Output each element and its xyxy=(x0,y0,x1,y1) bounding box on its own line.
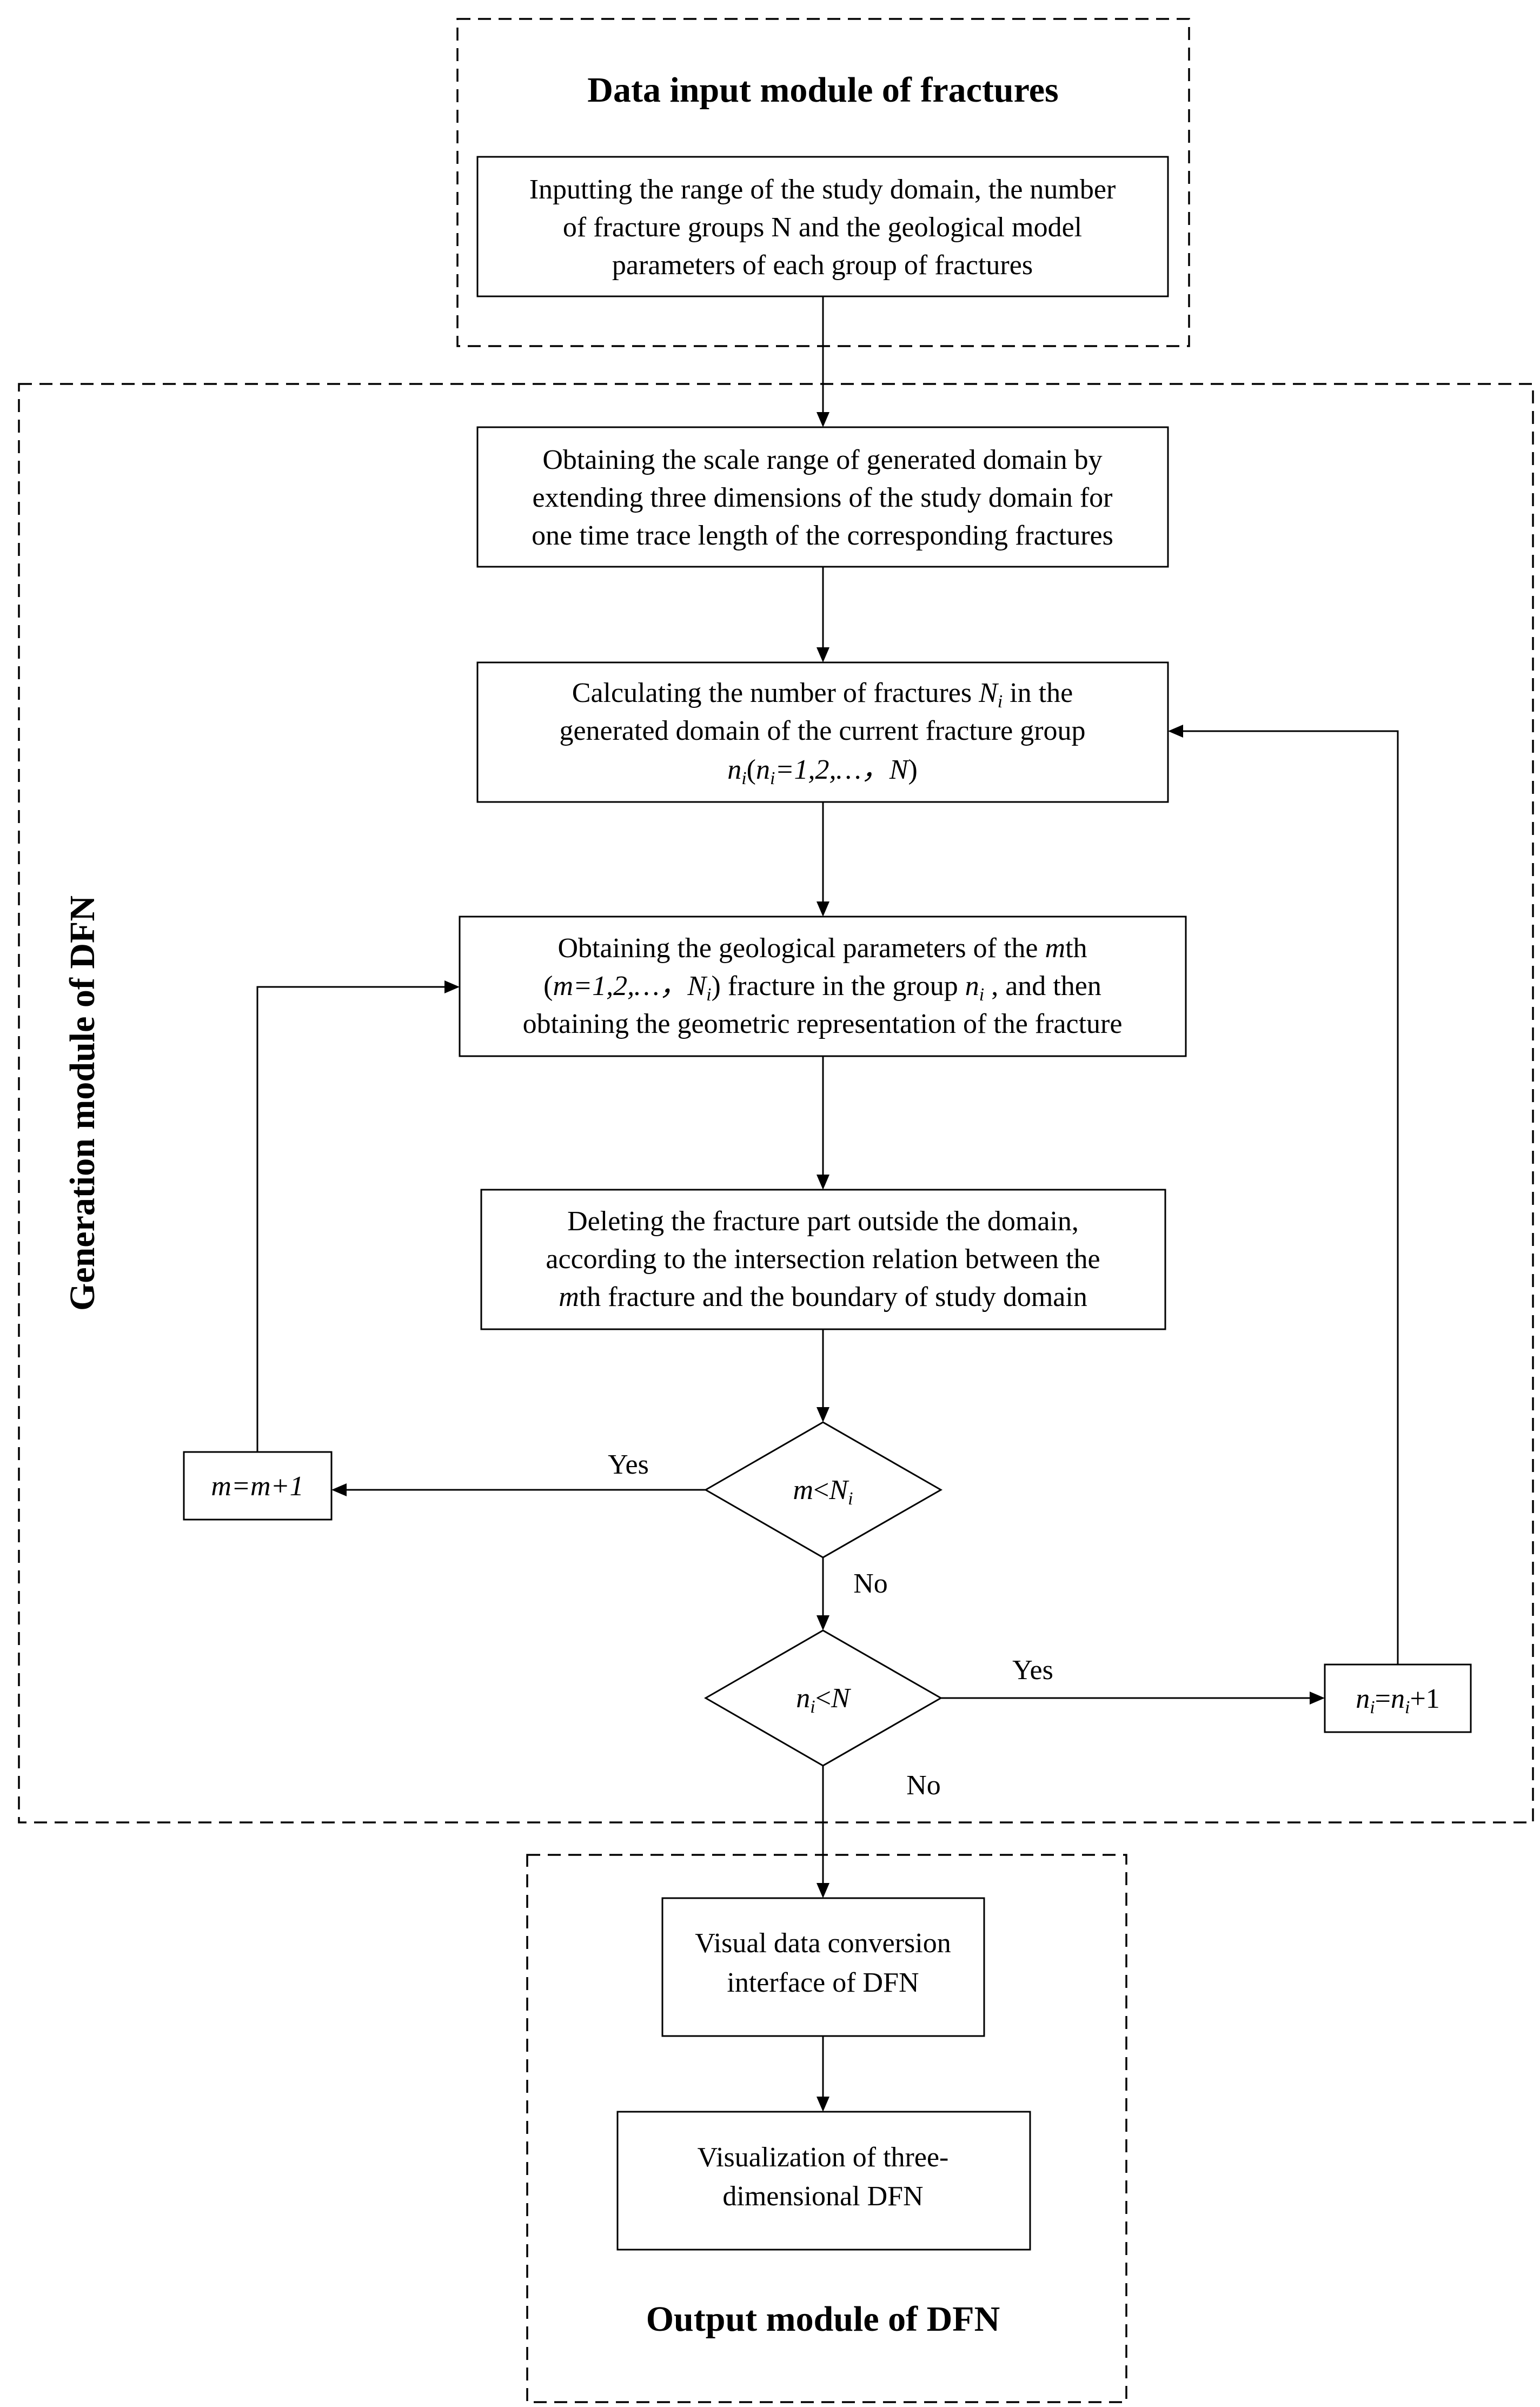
step-delete-outside: Deleting the fracture part outside the d… xyxy=(480,1189,1166,1330)
decision-m-less-than-ni: m<Ni xyxy=(703,1421,943,1559)
decision-m-label: m<Ni xyxy=(793,1475,853,1509)
output-module-title: Output module of DFN xyxy=(646,2299,1000,2339)
step-extend-line-1: Obtaining the scale range of generated d… xyxy=(542,445,1102,475)
edge-label-yes-n: Yes xyxy=(1012,1655,1053,1686)
step-extend-line-3: one time trace length of the correspondi… xyxy=(532,520,1113,551)
step-geological-parameters: Obtaining the geological parameters of t… xyxy=(459,916,1187,1057)
edge-label-no-n: No xyxy=(906,1770,941,1801)
step-visualize-line-2: dimensional DFN xyxy=(722,2181,923,2212)
step-convert-line-1: Visual data conversion xyxy=(695,1928,951,1959)
step-extend-domain: Obtaining the scale range of generated d… xyxy=(476,426,1169,568)
connectors xyxy=(256,296,1399,2112)
counter-m-increment: m=m+1 xyxy=(183,1451,333,1521)
step-count-fractures: Calculating the number of fractures Ni i… xyxy=(476,661,1169,803)
step-delete-line-1: Deleting the fracture part outside the d… xyxy=(567,1206,1079,1237)
counter-ni-increment: ni=ni+1 xyxy=(1324,1663,1472,1733)
step-visual-conversion: Visual data conversion interface of DFN xyxy=(661,1897,985,2037)
decision-n-label: ni<N xyxy=(796,1683,852,1717)
step-params-line-2: (m=1,2,…，Ni) fracture in the group ni , … xyxy=(543,971,1101,1005)
generation-module-title: Generation module of DFN xyxy=(63,896,102,1311)
step-delete-line-3: mth fracture and the boundary of study d… xyxy=(559,1282,1087,1312)
step-params-line-1: Obtaining the geological parameters of t… xyxy=(557,933,1087,964)
step-params-line-3: obtaining the geometric representation o… xyxy=(523,1009,1123,1039)
decision-ni-less-than-n: ni<N xyxy=(703,1629,943,1767)
step-input-line-2: of fracture groups N and the geological … xyxy=(563,212,1082,243)
step-input-line-1: Inputting the range of the study domain,… xyxy=(529,174,1116,205)
step-visualization: Visualization of three- dimensional DFN xyxy=(616,2111,1031,2251)
step-delete-line-2: according to the intersection relation b… xyxy=(546,1244,1100,1275)
step-count-line-3: ni(ni=1,2,…，N) xyxy=(727,754,918,788)
edge-label-yes-m: Yes xyxy=(608,1449,649,1480)
step-input-line-3: parameters of each group of fractures xyxy=(612,250,1033,281)
edge-label-no-m: No xyxy=(853,1568,888,1599)
input-module-title: Data input module of fractures xyxy=(587,70,1058,110)
counter-n-label: ni=ni+1 xyxy=(1356,1683,1440,1718)
step-convert-line-2: interface of DFN xyxy=(727,1967,919,1998)
step-visualize-line-1: Visualization of three- xyxy=(698,2142,949,2173)
counter-m-label: m=m+1 xyxy=(211,1471,303,1502)
generation-module-border xyxy=(18,383,1534,1824)
step-count-line-1: Calculating the number of fractures Ni i… xyxy=(572,678,1073,712)
step-count-line-2: generated domain of the current fracture… xyxy=(559,715,1085,746)
output-module-border xyxy=(526,1854,1127,2403)
step-extend-line-2: extending three dimensions of the study … xyxy=(532,482,1112,513)
step-input-parameters: Inputting the range of the study domain,… xyxy=(476,156,1169,297)
